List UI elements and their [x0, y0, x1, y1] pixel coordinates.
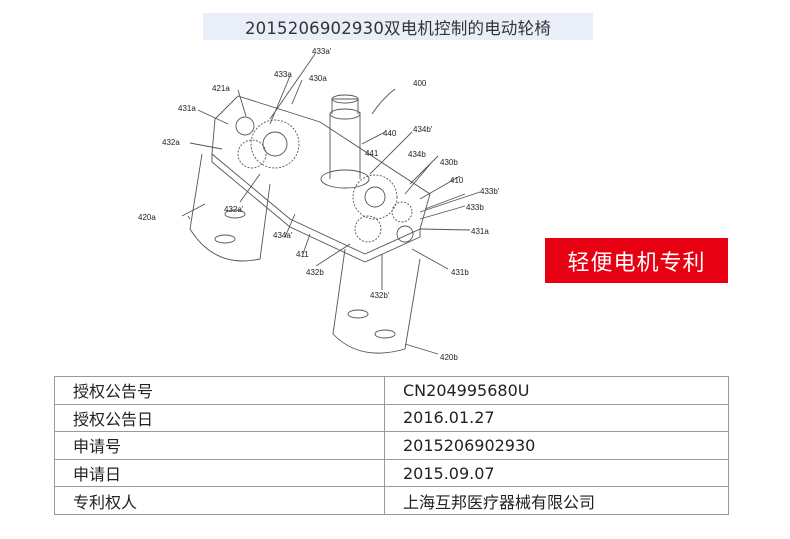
table-row: 专利权人 上海互邦医疗器械有限公司	[54, 486, 729, 515]
callout-441: 441	[365, 149, 379, 158]
badge-text: 轻便电机专利	[567, 250, 706, 276]
row-value-application-number: 2015206902930	[384, 431, 729, 460]
callout-434b: 434b	[408, 150, 426, 159]
callout-434b-prime: 434b'	[413, 125, 433, 134]
callout-400: 400	[413, 79, 427, 88]
callout-432b: 432b	[306, 268, 324, 277]
callout-411: 411	[296, 250, 309, 259]
row-value-patentee: 上海互邦医疗器械有限公司	[384, 486, 729, 515]
callout-421a: 421a	[212, 84, 230, 93]
row-value-grant-number: CN204995680U	[384, 376, 729, 405]
row-value-application-date: 2015.09.07	[384, 458, 729, 488]
row-key-application-number: 申请号	[54, 431, 385, 460]
callout-433a: 433a	[274, 70, 292, 79]
table-row: 申请号 2015206902930	[54, 431, 729, 460]
row-value-grant-date: 2016.01.27	[384, 403, 729, 433]
row-key-grant-date: 授权公告日	[54, 403, 385, 433]
callout-440: 440	[383, 129, 397, 138]
patent-info-table: 授权公告号 CN204995680U 授权公告日 2016.01.27 申请号 …	[54, 376, 729, 515]
patent-badge: 轻便电机专利	[545, 238, 728, 283]
callout-431a-top: 431a	[178, 104, 196, 113]
page-title-bar: 2015206902930双电机控制的电动轮椅	[203, 13, 593, 40]
row-key-grant-number: 授权公告号	[54, 376, 385, 405]
patent-drawing: 433a' 433a 430a 421a 400 431a 440 434b' …	[120, 44, 520, 364]
callout-430b: 430b	[440, 158, 458, 167]
callout-430a: 430a	[309, 74, 327, 83]
row-key-patentee: 专利权人	[54, 486, 385, 515]
callout-420b: 420b	[440, 353, 458, 362]
callout-433b-prime: 433b'	[480, 187, 500, 196]
callout-434a-prime: 434a'	[273, 231, 293, 240]
callout-431a-right: 431a	[471, 227, 489, 236]
callout-labels: 433a' 433a 430a 421a 400 431a 440 434b' …	[138, 47, 500, 362]
callout-432b-prime: 432b'	[370, 291, 390, 300]
callout-410: 410	[450, 176, 464, 185]
row-key-application-date: 申请日	[54, 458, 385, 488]
table-row: 授权公告日 2016.01.27	[54, 403, 729, 433]
table-row: 申请日 2015.09.07	[54, 458, 729, 488]
callout-431b: 431b	[451, 268, 469, 277]
callout-432a-prime: 432a'	[224, 205, 244, 214]
page-title: 2015206902930双电机控制的电动轮椅	[244, 18, 552, 38]
callout-433b: 433b	[466, 203, 484, 212]
callout-420a: 420a	[138, 213, 156, 222]
callout-432a: 432a	[162, 138, 180, 147]
callout-433a-prime: 433a'	[312, 47, 332, 56]
table-row: 授权公告号 CN204995680U	[54, 376, 729, 405]
motor-gearbox-diagram: 433a' 433a 430a 421a 400 431a 440 434b' …	[138, 47, 500, 362]
